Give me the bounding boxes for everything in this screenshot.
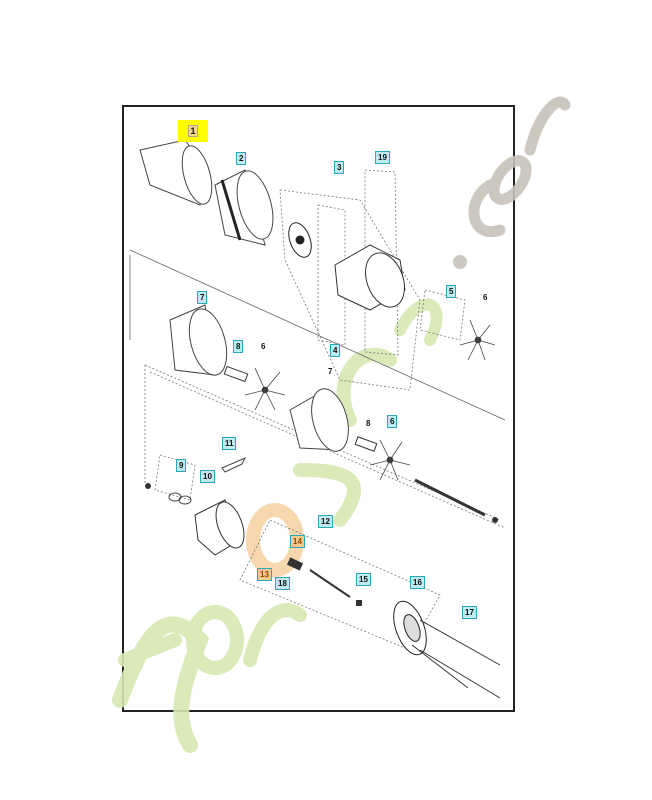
callout-part-9[interactable]: 9	[176, 459, 187, 472]
callout-part-11[interactable]: 11	[222, 437, 237, 450]
part-15-nut	[356, 600, 362, 606]
part-1-nozzle	[139, 139, 213, 206]
threaded-rod	[414, 478, 486, 517]
part-9-clips	[168, 492, 192, 505]
callout-part-17[interactable]: 17	[462, 606, 477, 619]
callout-part-7[interactable]: 7	[328, 367, 333, 376]
callout-part-6[interactable]: 6	[387, 415, 398, 428]
fan-6-top	[459, 319, 496, 361]
callout-part-3[interactable]: 3	[334, 161, 345, 174]
callout-part-6[interactable]: 6	[483, 293, 488, 302]
part-11-plate	[221, 456, 247, 473]
bearing-8-mid	[354, 436, 378, 452]
part-17-bolts	[411, 619, 501, 699]
callout-part-8[interactable]: 8	[366, 419, 371, 428]
callout-part-7[interactable]: 7	[197, 291, 208, 304]
callout-part-5[interactable]: 5	[446, 285, 457, 298]
bearing-8-left	[223, 365, 249, 383]
watermark	[112, 96, 571, 753]
ring-7-mid	[289, 388, 349, 452]
callout-part-15[interactable]: 15	[356, 573, 371, 586]
callout-part-16[interactable]: 16	[410, 576, 425, 589]
fan-6-mid	[369, 439, 411, 481]
fan-6-left	[244, 367, 286, 411]
motor-housing	[334, 244, 406, 311]
callout-part-13[interactable]: 13	[257, 568, 272, 581]
callout-part-14[interactable]: 14	[290, 535, 305, 548]
callout-part-2[interactable]: 2	[236, 152, 247, 165]
callout-part-19[interactable]: 19	[375, 151, 390, 164]
callout-part-4[interactable]: 4	[330, 344, 341, 357]
callout-part-8[interactable]: 8	[233, 340, 244, 353]
part-2-tube	[214, 169, 274, 246]
callout-part-1[interactable]: 1	[178, 120, 208, 142]
ring-7-left	[169, 304, 228, 376]
part-16-end-cover	[393, 600, 427, 656]
part-3-grill	[288, 222, 312, 258]
callout-label: 1	[188, 125, 198, 137]
drive-shaft	[309, 569, 351, 598]
part-14-spring	[286, 557, 304, 571]
callout-part-6[interactable]: 6	[261, 342, 266, 351]
callout-part-12[interactable]: 12	[318, 515, 333, 528]
part-10-housing	[194, 499, 245, 556]
callout-part-18[interactable]: 18	[275, 577, 290, 590]
callout-part-10[interactable]: 10	[200, 470, 215, 483]
